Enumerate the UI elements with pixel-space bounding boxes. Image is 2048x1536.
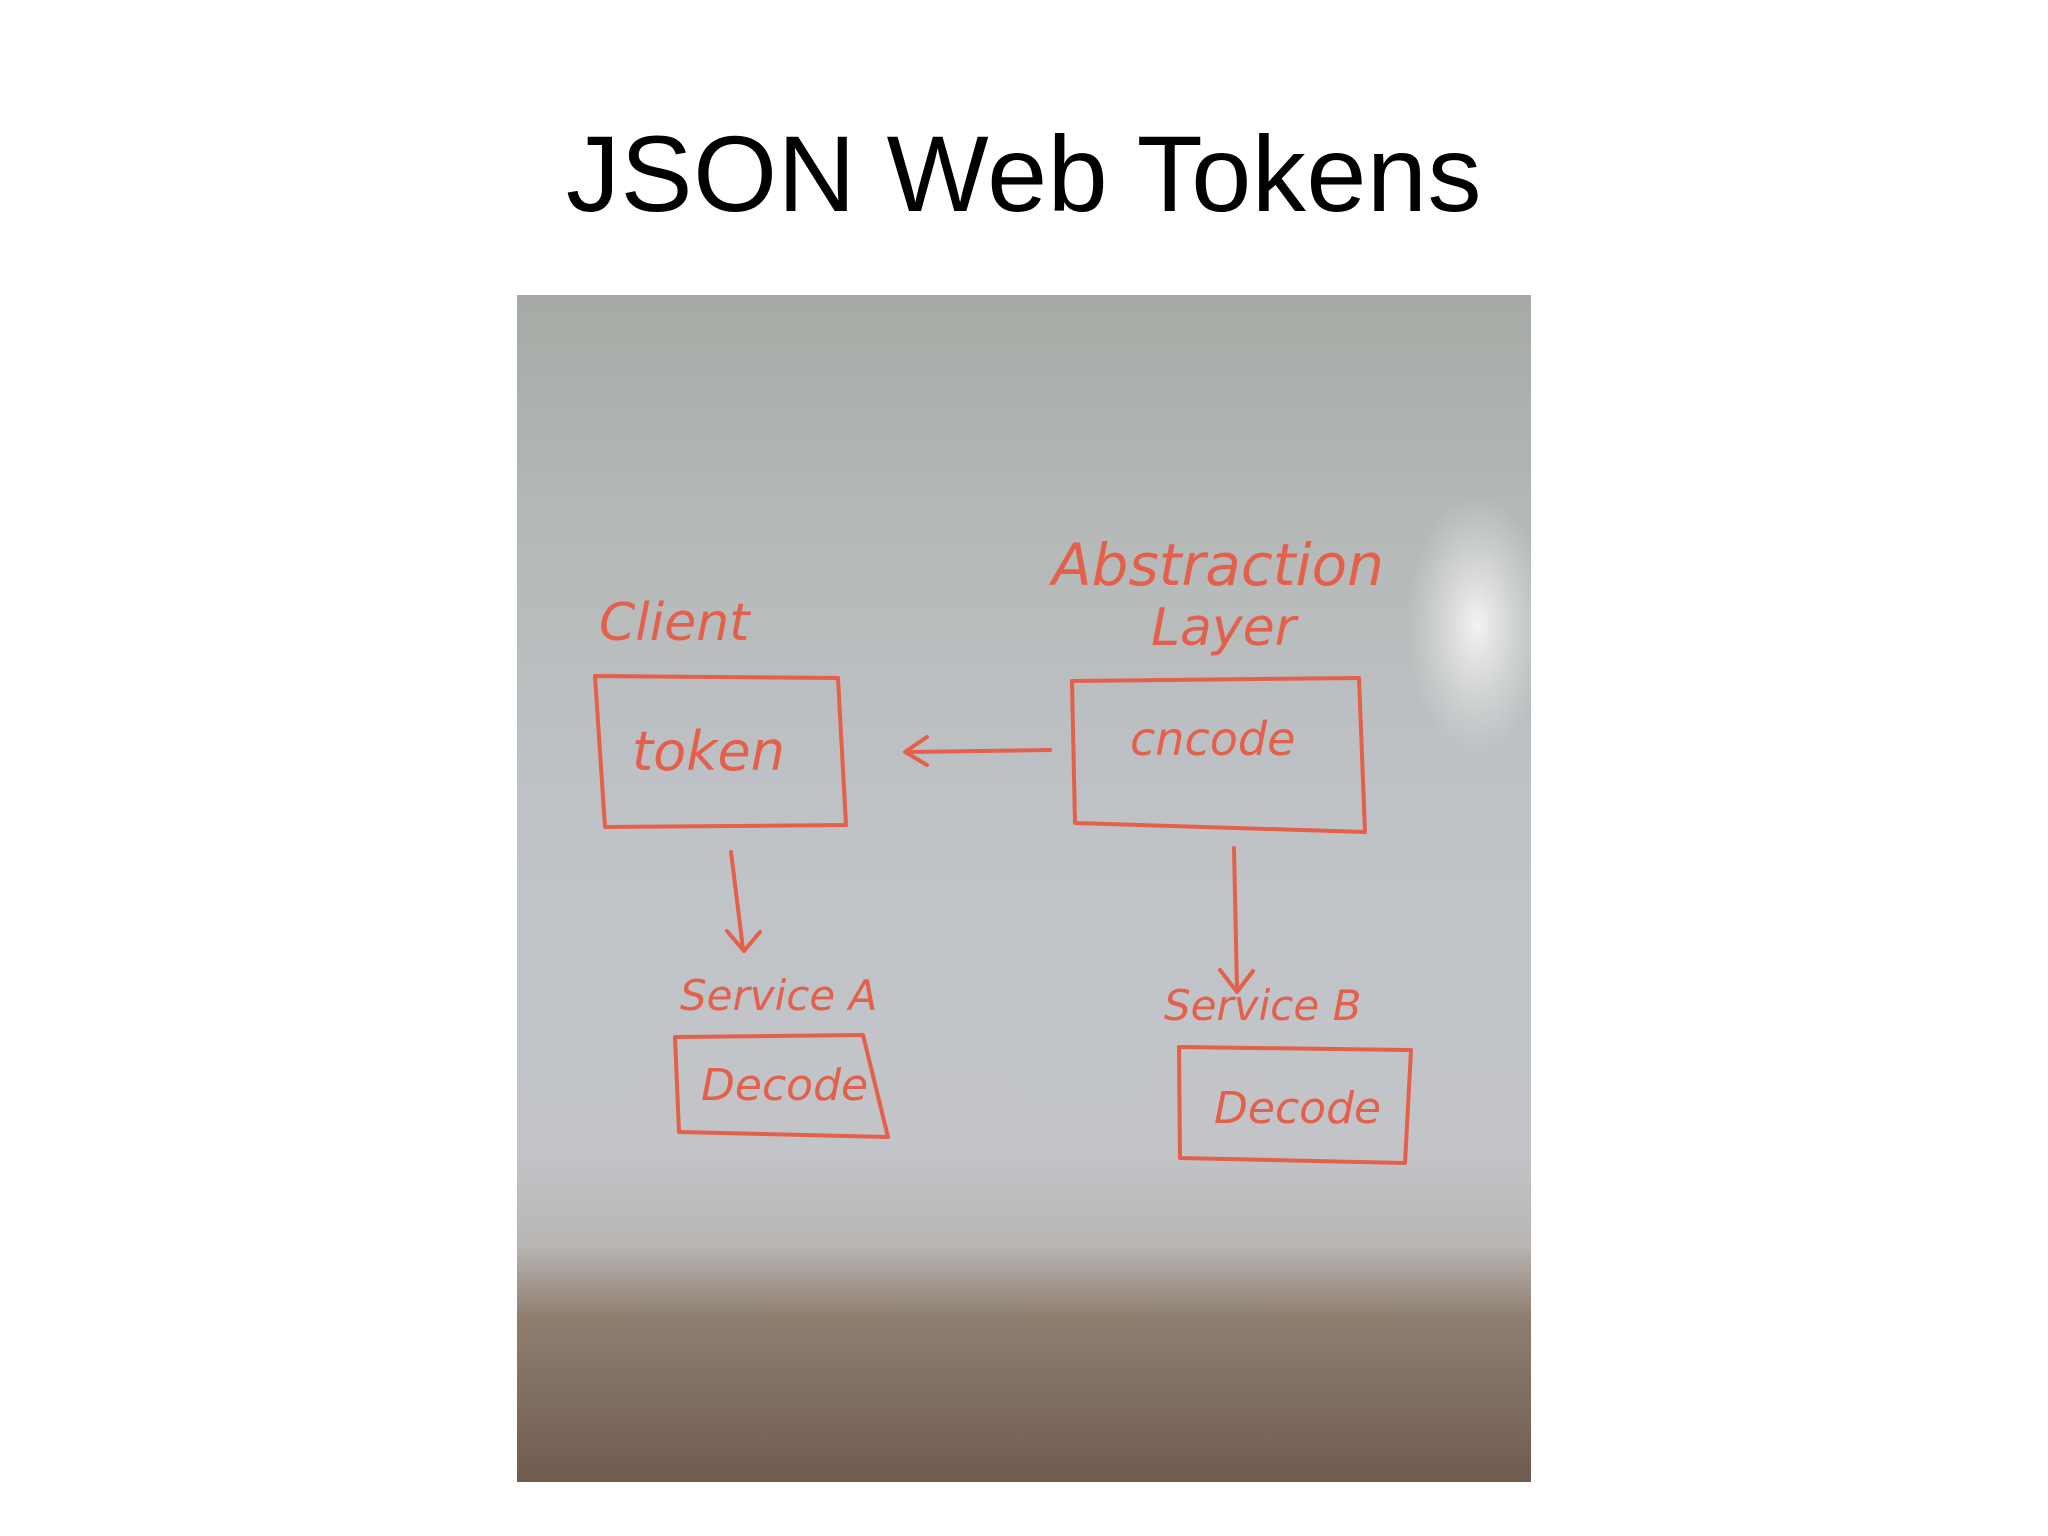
token-box (593, 674, 848, 829)
encode-box (1070, 676, 1367, 834)
label-layer: Layer (1151, 598, 1300, 658)
arrow-token-to-service-a (729, 850, 745, 951)
whiteboard-diagram: Client Abstraction Layer Service A Servi… (517, 295, 1531, 1482)
slide-title: JSON Web Tokens (566, 113, 1482, 234)
label-service-b: Service B (1164, 981, 1361, 1030)
decode-a-box (673, 1033, 890, 1139)
arrow-encode-to-token (905, 748, 1052, 754)
label-service-a: Service A (680, 971, 877, 1020)
board-background (517, 295, 1531, 1482)
decode-a-box-text: Decode (701, 1060, 868, 1111)
decode-b-box-text: Decode (1214, 1083, 1381, 1134)
whiteboard-photo: Client Abstraction Layer Service A Servi… (517, 295, 1531, 1482)
light-glare (1407, 495, 1531, 755)
label-abstraction: Abstraction (1048, 531, 1384, 599)
token-box-text: token (632, 720, 785, 783)
arrow-encode-to-service-b (1232, 846, 1239, 991)
arrow-token-to-service-a-head (725, 929, 762, 953)
label-client: Client (599, 593, 751, 653)
encode-box-text: cncode (1130, 712, 1295, 766)
decode-b-box (1177, 1045, 1413, 1165)
arrow-encode-to-service-b-head (1218, 968, 1255, 994)
arrow-encode-to-token-head (903, 735, 929, 767)
